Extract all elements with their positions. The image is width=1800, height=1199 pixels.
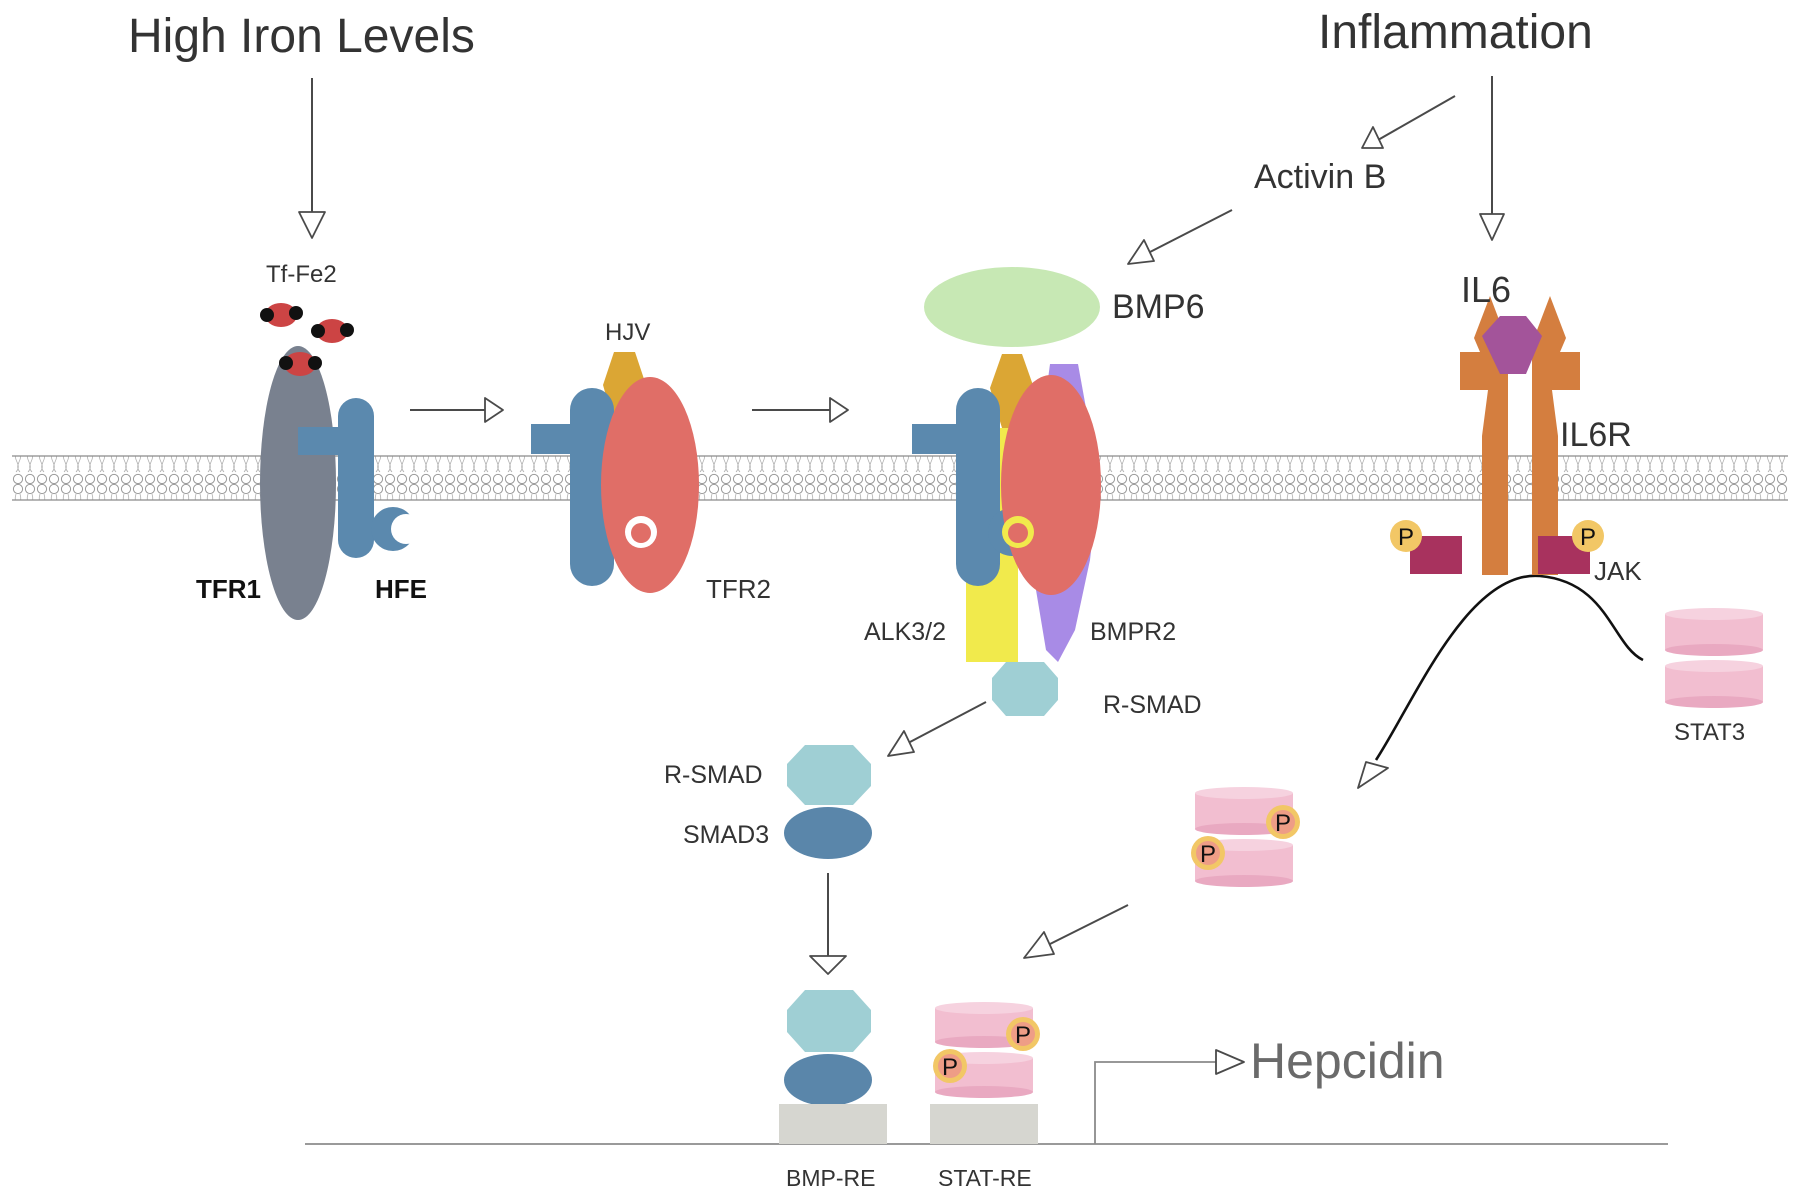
smad3-cyto	[784, 807, 872, 859]
phospho-jak-right: P	[1580, 524, 1596, 551]
hfe-arm-2	[531, 424, 583, 454]
il6-label: IL6	[1461, 269, 1511, 310]
tfr1-hfe-complex	[260, 346, 421, 620]
arrow-rsmad-to-complex	[887, 701, 987, 757]
tfr1-label: TFR1	[196, 574, 261, 604]
hjv-label: HJV	[605, 319, 650, 346]
arrow-jak-to-stat3	[1357, 574, 1644, 789]
hfe-protein-3	[956, 388, 1000, 586]
phospho-jak-left: P	[1398, 524, 1414, 551]
nuclear-smad-complex	[784, 990, 872, 1106]
tf-fe2-label: Tf-Fe2	[266, 261, 337, 288]
hfe-arm-3	[912, 424, 966, 454]
phospho-stat3-cyto-2: P	[1200, 841, 1216, 868]
arrow-activin-to-bmp6	[1127, 209, 1233, 265]
tfr2-receptor	[601, 377, 699, 593]
r-smad-cyto-label: R-SMAD	[664, 761, 763, 789]
hfe-label: HFE	[375, 574, 427, 604]
bmp-receptor-complex	[912, 267, 1101, 716]
arrow-inflammation-to-il6	[1479, 76, 1505, 241]
arrow-smad-to-bmp-re	[809, 873, 847, 975]
stat3-label: STAT3	[1674, 719, 1745, 746]
r-smad-cyto	[787, 745, 871, 805]
bmp6-ligand	[924, 267, 1100, 347]
phospho-nuclear-1: P	[1015, 1022, 1031, 1049]
hfe-protein	[338, 398, 374, 558]
stat-re-label: STAT-RE	[938, 1165, 1032, 1191]
tf-fe2-molecules	[260, 303, 354, 376]
arrow-tfr1-to-tfr2	[410, 397, 504, 423]
phospho-stat3-cyto: P P	[1191, 787, 1300, 887]
bmp6-label: BMP6	[1112, 288, 1205, 326]
arrow-pstat3-to-stat-re	[1023, 904, 1129, 959]
activin-b-label: Activin B	[1254, 158, 1386, 196]
arrow-inflammation-to-activin	[1361, 95, 1456, 149]
il6-ligand	[1482, 316, 1542, 374]
stat-response-element	[930, 1104, 1038, 1144]
hfe-arm	[298, 427, 348, 455]
r-smad-membrane	[992, 662, 1058, 716]
bmp-response-element	[779, 1104, 887, 1144]
high-iron-heading: High Iron Levels	[128, 10, 475, 63]
phospho-stat3-cyto-1: P	[1275, 810, 1291, 837]
inflammation-heading: Inflammation	[1318, 6, 1593, 59]
tfr2-receptor-2	[1001, 375, 1101, 595]
bmp-re-label: BMP-RE	[786, 1165, 875, 1191]
hjv-tfr2-complex	[531, 352, 699, 593]
jak-label: JAK	[1594, 556, 1642, 586]
r-smad-membrane-label: R-SMAD	[1103, 691, 1202, 719]
cytoplasmic-smad-complex	[784, 745, 872, 859]
arrow-tfr2-to-bmp-complex	[752, 397, 849, 423]
arrow-promoter-to-hepcidin	[1094, 1049, 1245, 1144]
hepcidin-label: Hepcidin	[1250, 1033, 1445, 1089]
il6r-complex: P P	[1390, 296, 1604, 575]
bmpr2-label: BMPR2	[1090, 618, 1176, 646]
il6r-chain-right	[1532, 296, 1580, 575]
smad3-label: SMAD3	[683, 821, 769, 849]
phospho-nuclear-2: P	[942, 1054, 958, 1081]
tfr2-label: TFR2	[706, 574, 771, 604]
alk-label: ALK3/2	[864, 618, 946, 646]
il6r-label: IL6R	[1560, 416, 1632, 454]
il6r-chain-left	[1460, 296, 1508, 575]
nuclear-phospho-stat3: P P	[933, 1002, 1040, 1098]
stat3-dimer	[1665, 608, 1763, 708]
arrow-high-iron-to-tf	[298, 78, 326, 239]
tfr1-receptor	[260, 346, 336, 620]
